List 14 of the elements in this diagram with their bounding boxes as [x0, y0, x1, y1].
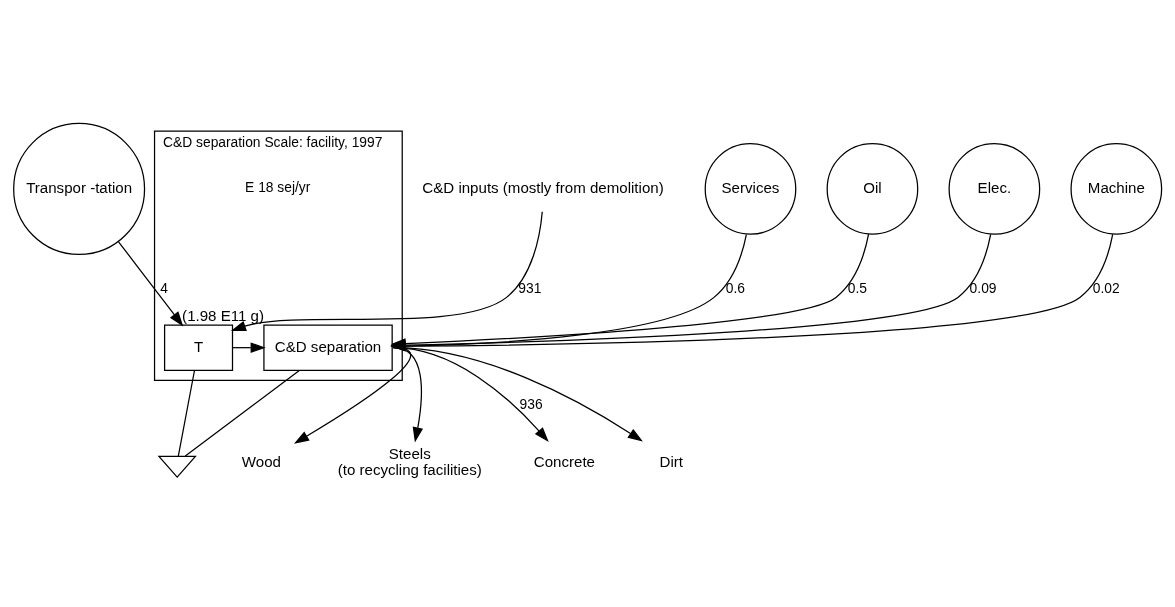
edge-label: 4	[160, 280, 168, 297]
node-text: Steels (to recycling facilities)	[337, 445, 482, 479]
edge-label: 0.09	[969, 280, 997, 297]
node-text: Wood	[241, 453, 281, 471]
node-label: E 18 sej/yr	[245, 179, 311, 196]
node-text: Dirt	[659, 453, 683, 471]
edge-label: 0.02	[1092, 280, 1120, 297]
node-text: Concrete	[533, 453, 595, 471]
edge-label: 0.6	[725, 280, 745, 297]
node-label: (1.98 E11 g)	[182, 306, 264, 324]
edge-label: 936	[519, 396, 543, 413]
edge-label: 0.5	[847, 280, 867, 297]
edge-label: 931	[518, 280, 542, 297]
node-text: C&D inputs (mostly from demolition)	[422, 178, 664, 196]
